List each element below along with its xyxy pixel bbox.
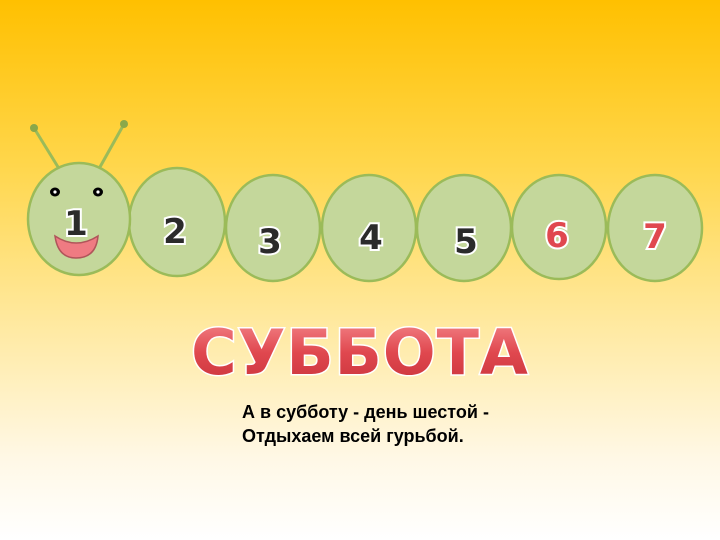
page-title: СУББОТА bbox=[0, 312, 720, 392]
poem: А в субботу - день шестой - Отдыхаем все… bbox=[242, 400, 682, 448]
segment-6: 6 bbox=[510, 173, 608, 281]
segment-4: 4 bbox=[320, 173, 418, 283]
title-text: СУББОТА bbox=[191, 316, 529, 389]
caterpillar: 7 6 5 4 3 2 1 bbox=[26, 120, 704, 283]
segment-2: 2 bbox=[127, 166, 227, 278]
segment-5: 5 bbox=[415, 173, 513, 283]
poem-line-2: Отдыхаем всей гурьбой. bbox=[242, 426, 464, 446]
poem-line-1: А в субботу - день шестой - bbox=[242, 402, 489, 422]
caterpillar-head: 1 bbox=[26, 161, 132, 277]
segment-label: 6 bbox=[545, 216, 569, 256]
segment-label: 1 bbox=[64, 204, 88, 244]
segment-3: 3 bbox=[224, 173, 322, 283]
segment-7: 7 bbox=[606, 173, 704, 283]
segment-label: 2 bbox=[163, 212, 187, 252]
segment-label: 7 bbox=[643, 217, 667, 257]
smile-icon bbox=[54, 234, 99, 259]
segment-label: 5 bbox=[454, 222, 478, 262]
segment-label: 3 bbox=[258, 222, 282, 262]
antennae bbox=[30, 120, 128, 168]
segment-label: 4 bbox=[359, 218, 383, 258]
